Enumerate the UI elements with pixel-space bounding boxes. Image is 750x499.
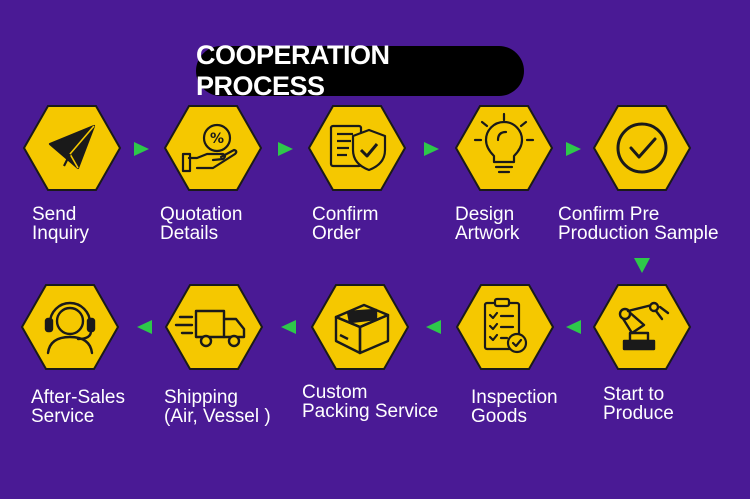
check-circle-icon [616, 122, 668, 174]
document-shield-icon [329, 124, 387, 172]
arrow-6-7 [566, 320, 581, 334]
hand-percent-icon: % [181, 123, 238, 173]
truck-icon [174, 309, 246, 348]
arrow-3-4 [424, 142, 439, 156]
arrow-9-10 [137, 320, 152, 334]
arrow-1-2 [134, 142, 149, 156]
arrow-5-6 [634, 258, 650, 273]
clipboard-check-icon [483, 297, 528, 354]
arrow-7-8 [426, 320, 441, 334]
arrow-8-9 [281, 320, 296, 334]
arrow-2-3 [278, 142, 293, 156]
step-2-hexagon [164, 105, 262, 191]
svg-text:%: % [210, 131, 224, 147]
box-icon [334, 303, 390, 355]
lightbulb-icon [473, 112, 535, 174]
step-9-label: Shipping(Air, Vessel ) [164, 387, 271, 427]
step-10-hexagon [21, 284, 119, 370]
arrow-4-5 [566, 142, 581, 156]
step-9-hexagon [165, 284, 263, 370]
robot-arm-icon [618, 301, 670, 351]
step-5-hexagon [593, 105, 691, 191]
headset-icon [44, 301, 96, 355]
paper-plane-icon [48, 124, 96, 170]
